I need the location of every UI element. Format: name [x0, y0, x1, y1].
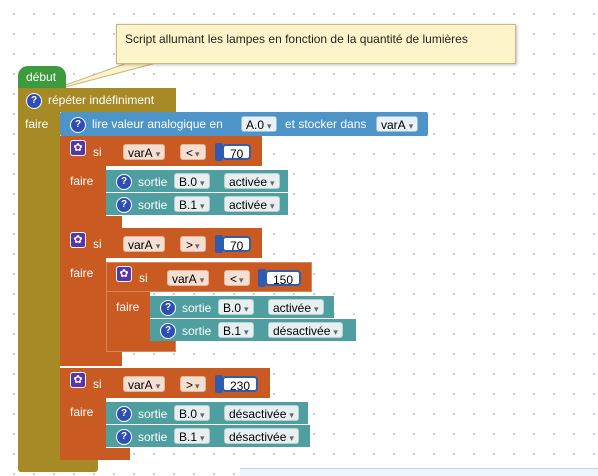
output-pin-dropdown[interactable]: B.1▾	[174, 428, 210, 444]
question-icon[interactable]: ?	[116, 174, 132, 190]
question-icon[interactable]: ?	[70, 117, 86, 133]
output-label: sortie	[182, 301, 212, 315]
dropdown-arrow-icon: ▾	[155, 381, 161, 391]
if-label: si	[93, 145, 102, 159]
output-state-dropdown[interactable]: activée▾	[224, 196, 280, 212]
dropdown-arrow-icon: ▾	[200, 178, 205, 188]
number-value[interactable]: 230	[222, 376, 259, 393]
gear-icon[interactable]: ✿	[70, 232, 86, 248]
read-analog-middle: et stocker dans	[285, 117, 367, 131]
repeat-label: répéter indéfiniment	[48, 93, 155, 107]
question-icon[interactable]: ?	[116, 406, 132, 422]
question-icon[interactable]: ?	[116, 429, 132, 445]
gear-icon[interactable]: ✿	[70, 372, 86, 388]
if-block-1-spine	[60, 166, 106, 218]
if-do-label: faire	[70, 174, 94, 188]
operator-dropdown[interactable]: >▾	[180, 376, 206, 392]
output-label: sortie	[138, 407, 168, 421]
dropdown-arrow-icon: ▾	[333, 327, 338, 337]
output-pin-dropdown[interactable]: B.1▾	[218, 322, 254, 338]
if-block-1-footer	[60, 216, 122, 228]
if-block-2-spine	[60, 258, 106, 354]
gear-icon[interactable]: ✿	[70, 140, 86, 156]
if-do-label: faire	[116, 300, 140, 314]
if-block-3-spine	[60, 398, 106, 450]
number-socket	[258, 269, 266, 287]
gear-icon[interactable]: ✿	[116, 266, 132, 282]
dropdown-arrow-icon: ▾	[200, 410, 205, 420]
dropdown-arrow-icon: ▾	[195, 381, 200, 391]
condition-variable-dropdown[interactable]: varA▾	[123, 236, 166, 252]
number-value[interactable]: 150	[265, 270, 302, 287]
condition-variable-dropdown[interactable]: varA▾	[167, 270, 210, 286]
output-label: sortie	[182, 324, 212, 338]
dropdown-arrow-icon: ▾	[239, 275, 244, 285]
output-pin-dropdown[interactable]: B.0▾	[218, 299, 254, 315]
number-socket	[215, 235, 223, 253]
if-label: si	[139, 271, 148, 285]
output-state-dropdown[interactable]: activée▾	[224, 173, 280, 189]
dropdown-arrow-icon: ▾	[200, 201, 205, 211]
if-do-label: faire	[70, 405, 94, 419]
if-label: si	[93, 377, 102, 391]
dropdown-arrow-icon: ▾	[199, 275, 205, 285]
dropdown-arrow-icon: ▾	[289, 433, 294, 443]
output-pin-dropdown[interactable]: B.0▾	[174, 405, 210, 421]
output-state-dropdown[interactable]: désactivée▾	[224, 428, 299, 444]
dropdown-arrow-icon: ▾	[155, 241, 161, 251]
if-label: si	[93, 237, 102, 251]
dropdown-arrow-icon: ▾	[244, 327, 249, 337]
question-icon[interactable]: ?	[116, 197, 132, 213]
dropdown-arrow-icon: ▾	[200, 433, 205, 443]
dropdown-arrow-icon: ▾	[270, 201, 275, 211]
dropdown-arrow-icon: ▾	[267, 121, 272, 131]
output-pin-dropdown[interactable]: B.1▾	[174, 196, 210, 212]
question-icon[interactable]: ?	[160, 323, 176, 339]
repeat-forever-block[interactable]	[18, 88, 176, 112]
number-socket	[215, 143, 223, 161]
dropdown-arrow-icon: ▾	[195, 149, 200, 159]
if-block-3-footer	[60, 448, 130, 460]
comment-text: Script allumant les lampes en fonction d…	[125, 32, 468, 46]
start-block[interactable]: début	[18, 66, 66, 88]
output-label: sortie	[138, 430, 168, 444]
inner-if-footer	[106, 340, 176, 352]
output-state-dropdown[interactable]: désactivée▾	[268, 322, 343, 338]
comment-box[interactable]: Script allumant les lampes en fonction d…	[116, 24, 516, 64]
dropdown-arrow-icon: ▾	[155, 149, 161, 159]
dropdown-arrow-icon: ▾	[314, 304, 319, 314]
output-label: sortie	[138, 175, 168, 189]
operator-dropdown[interactable]: <▾	[180, 144, 206, 160]
dropdown-arrow-icon: ▾	[195, 241, 200, 251]
number-value[interactable]: 70	[222, 144, 252, 161]
condition-variable-dropdown[interactable]: varA▾	[123, 376, 166, 392]
read-analog-prefix: lire valeur analogique en	[92, 117, 223, 131]
operator-dropdown[interactable]: >▾	[180, 236, 206, 252]
repeat-forever-spine	[18, 112, 60, 464]
if-block-2-footer	[60, 352, 122, 366]
analog-pin-dropdown[interactable]: A.0▾	[241, 116, 277, 132]
operator-dropdown[interactable]: <▾	[224, 270, 250, 286]
number-value[interactable]: 70	[222, 236, 252, 253]
dropdown-arrow-icon: ▾	[408, 121, 414, 131]
output-state-dropdown[interactable]: désactivée▾	[224, 405, 299, 421]
bottom-panel-edge	[240, 468, 598, 476]
dropdown-arrow-icon: ▾	[289, 410, 294, 420]
start-label: début	[26, 70, 57, 84]
store-variable-dropdown[interactable]: varA▾	[376, 116, 419, 132]
output-pin-dropdown[interactable]: B.0▾	[174, 173, 210, 189]
repeat-forever-footer	[18, 458, 98, 472]
question-icon[interactable]: ?	[160, 300, 176, 316]
question-icon[interactable]: ?	[26, 93, 42, 109]
condition-variable-dropdown[interactable]: varA▾	[123, 144, 166, 160]
output-state-dropdown[interactable]: activée▾	[268, 299, 324, 315]
dropdown-arrow-icon: ▾	[270, 178, 275, 188]
dropdown-arrow-icon: ▾	[244, 304, 249, 314]
inner-if-spine	[106, 292, 150, 342]
loop-do-label: faire	[25, 117, 49, 131]
if-do-label: faire	[70, 266, 94, 280]
output-label: sortie	[138, 198, 168, 212]
number-socket	[215, 375, 223, 393]
